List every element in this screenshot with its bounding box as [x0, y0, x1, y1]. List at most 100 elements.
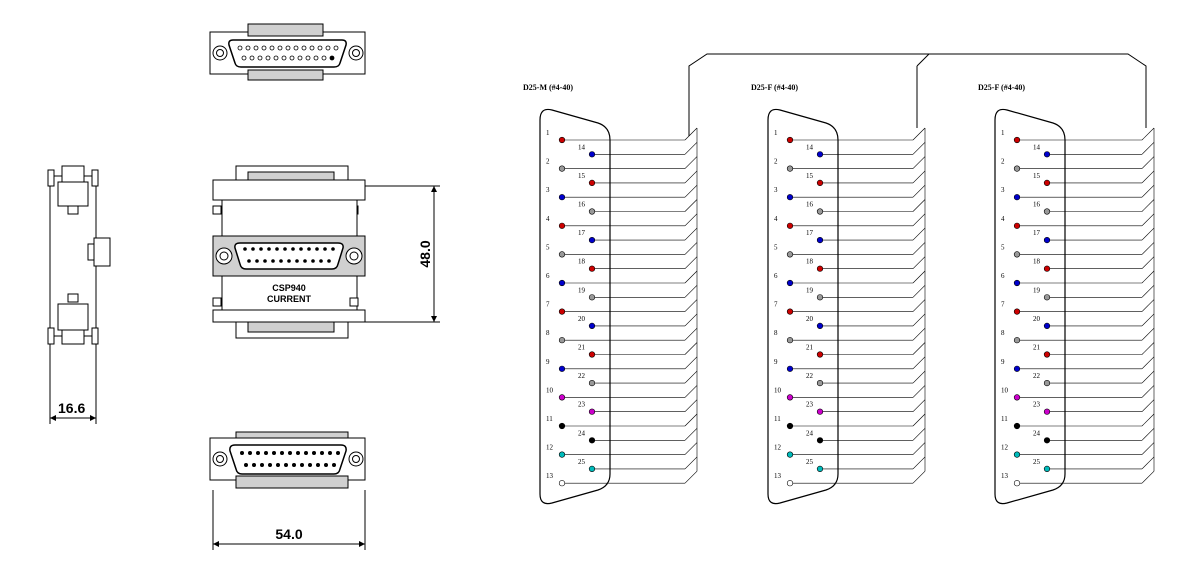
pin-label: 18: [578, 258, 586, 266]
pin-8: [786, 337, 794, 344]
pin-label: 13: [1001, 472, 1009, 480]
pin-wire-bend: [1141, 199, 1155, 212]
pin-wire-bend: [912, 127, 926, 141]
pin-wire-bend: [1141, 399, 1155, 412]
pin-2: [558, 165, 566, 172]
pin-wire-bend: [684, 199, 698, 212]
pin-wire-bend: [912, 470, 926, 484]
pin-wire-bend: [912, 342, 926, 355]
pin-wire-bend: [1141, 327, 1155, 341]
pin-2: [1013, 165, 1021, 172]
front-view: [212, 165, 440, 339]
pin-wire-bend: [912, 156, 926, 169]
pin-1: [558, 136, 566, 144]
pin-15: [816, 179, 824, 186]
pin-5: [786, 251, 794, 258]
connector-block-2: D25-F (#4-40)114215316417518619720821922…: [751, 83, 926, 505]
pin-label: 24: [1033, 429, 1041, 437]
pin-label: 12: [546, 444, 554, 452]
pin-19: [1043, 294, 1051, 301]
pin-wire-bend: [912, 327, 926, 341]
pin-14: [1043, 151, 1051, 158]
pin-label: 23: [806, 401, 814, 409]
pin-label: 25: [578, 458, 586, 466]
pin-wire-bend: [912, 413, 926, 427]
pin-label: 1: [546, 129, 550, 137]
pin-11: [558, 422, 566, 430]
pin-5: [558, 251, 566, 258]
pin-label: 25: [806, 458, 814, 466]
pin-label: 10: [1001, 386, 1009, 394]
pin-wire-bend: [1141, 142, 1155, 155]
pin-label: 24: [578, 429, 586, 437]
pin-15: [588, 179, 596, 186]
pin-wire-bend: [1141, 184, 1155, 198]
pin-wire-bend: [684, 299, 698, 312]
pin-label: 22: [578, 372, 586, 380]
part-label-line2: CURRENT: [267, 294, 312, 304]
pin-label: 9: [546, 358, 550, 366]
pin-12: [558, 451, 566, 458]
pin-15: [1043, 179, 1051, 186]
pin-1: [786, 136, 794, 144]
pin-24: [1043, 437, 1051, 444]
pin-18: [1043, 265, 1051, 272]
pin-label: 5: [774, 243, 778, 251]
pin-18: [816, 265, 824, 272]
pin-wire-bend: [912, 170, 926, 184]
pin-wire-bend: [912, 213, 926, 227]
pin-label: 21: [806, 344, 814, 352]
pin-label: 21: [1033, 344, 1041, 352]
pin-9: [558, 365, 566, 372]
pin-20: [588, 322, 596, 330]
bottom-connector-view: [209, 431, 366, 550]
pin-7: [558, 308, 566, 315]
pin-label: 3: [1001, 186, 1005, 194]
pin-6: [1013, 279, 1021, 287]
pin-label: 13: [774, 472, 782, 480]
pin-label: 19: [806, 286, 814, 294]
pin-wire-bend: [912, 142, 926, 155]
pin-wire-bend: [1141, 213, 1155, 227]
connector-block-3: D25-F (#4-40)114215316417518619720821922…: [978, 83, 1155, 505]
pin-label: 14: [578, 143, 586, 151]
pin-wire-bend: [1141, 356, 1155, 370]
pin-wire-bend: [684, 470, 698, 484]
pin-17: [1043, 237, 1051, 244]
pin-label: 3: [546, 186, 550, 194]
top-connector-view: [209, 23, 366, 81]
pin-25: [588, 465, 596, 473]
pin-21: [1043, 351, 1051, 358]
pin-21: [816, 351, 824, 358]
pin-wire-bend: [684, 385, 698, 398]
pin-label: 2: [774, 158, 778, 166]
connector-block-1: D25-M (#4-40)114215316417518619720821922…: [523, 83, 698, 505]
pin-21: [588, 351, 596, 358]
pin-wire-bend: [912, 184, 926, 198]
pin-wire-bend: [912, 227, 926, 241]
pin-label: 20: [806, 315, 814, 323]
pin-label: 11: [546, 415, 553, 423]
pin-label: 8: [1001, 329, 1005, 337]
pin-3: [786, 194, 794, 201]
pin-wire-bend: [684, 142, 698, 155]
pin-wire-bend: [684, 313, 698, 327]
pin-label: 15: [1033, 172, 1041, 180]
pin-14: [588, 151, 596, 158]
pin-wire-bend: [1141, 156, 1155, 169]
pin-4: [1013, 222, 1021, 229]
pin-label: 22: [806, 372, 814, 380]
pin-9: [1013, 365, 1021, 372]
pin-label: 12: [774, 444, 782, 452]
pin-label: 4: [774, 215, 778, 223]
pin-label: 11: [1001, 415, 1008, 423]
pin-label: 2: [1001, 158, 1005, 166]
pin-1: [1013, 136, 1021, 144]
pin-wire-bend: [912, 356, 926, 370]
pin-wire-bend: [912, 428, 926, 441]
pin-label: 6: [546, 272, 550, 280]
pin-13: [786, 480, 794, 487]
pin-wire-bend: [912, 270, 926, 284]
pin-6: [558, 279, 566, 287]
pin-wire-bend: [912, 442, 926, 455]
